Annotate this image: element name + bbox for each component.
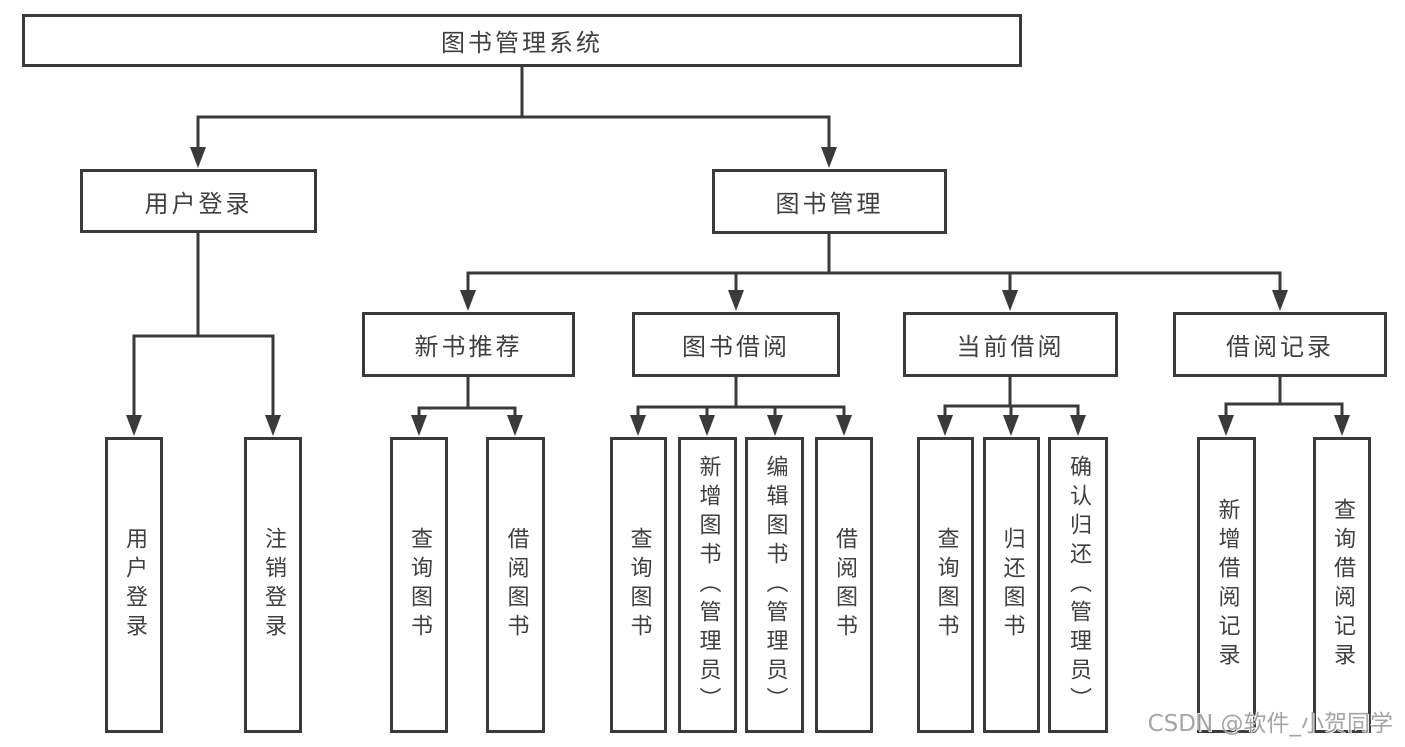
leaf-cb-confirm-return-admin-label: 确认归还（管理员）: [1066, 454, 1091, 716]
connector-line: [132, 334, 275, 417]
leaf-bb-borrow-books-label: 借阅图书: [832, 527, 857, 643]
node-new-book-recommendation-label: 新书推荐: [414, 333, 523, 361]
leaf-user-login-label: 用户登录: [122, 527, 147, 643]
leaf-bb-query-books: 查询图书: [610, 437, 667, 733]
node-book-borrowing: 图书借阅: [632, 312, 840, 377]
leaf-nb-borrow-books-label: 借阅图书: [503, 527, 529, 643]
connector-bookmgmt-to-level3: [460, 234, 1288, 311]
leaf-bb-add-books-admin-label: 新增图书（管理员）: [695, 454, 721, 716]
leaf-br-query-borrow-record: 查询借阅记录: [1313, 437, 1371, 733]
arrowhead-icon: [767, 415, 783, 436]
node-user-login: 用户登录: [80, 169, 317, 233]
watermark-csdn: CSDN @软件_小贺同学: [1147, 711, 1393, 737]
connector-records-to-leaves: [1218, 377, 1350, 436]
node-library-system-label: 图书管理系统: [441, 29, 603, 57]
leaf-user-login: 用户登录: [105, 437, 163, 733]
connector-line: [636, 405, 846, 416]
leaf-nb-borrow-books: 借阅图书: [486, 437, 545, 733]
leaf-cb-query-books: 查询图书: [917, 437, 974, 733]
connector-userlogin-to-leaves: [126, 233, 281, 436]
arrowhead-icon: [507, 415, 523, 436]
node-current-borrowing: 当前借阅: [903, 312, 1118, 377]
leaf-bb-edit-books-admin: 编辑图书（管理员）: [745, 437, 804, 733]
node-borrowing-records: 借阅记录: [1173, 312, 1387, 377]
arrowhead-icon: [1003, 415, 1019, 436]
leaf-bb-query-books-label: 查询图书: [626, 527, 652, 643]
node-book-borrowing-label: 图书借阅: [682, 333, 790, 361]
leaf-cb-confirm-return-admin: 确认归还（管理员）: [1048, 437, 1108, 733]
arrowhead-icon: [460, 290, 476, 311]
node-library-system: 图书管理系统: [22, 14, 1022, 67]
arrowhead-icon: [1218, 415, 1234, 436]
arrowhead-icon: [1002, 290, 1018, 311]
leaf-br-query-borrow-record-label: 查询借阅记录: [1330, 498, 1355, 672]
leaf-nb-query-books: 查询图书: [390, 437, 448, 733]
connector-line: [1224, 402, 1344, 416]
arrowhead-icon: [699, 415, 715, 436]
leaf-br-add-borrow-record-label: 新增借阅记录: [1214, 498, 1240, 672]
leaf-cb-return-books: 归还图书: [983, 437, 1040, 733]
arrowhead-icon: [1334, 415, 1350, 436]
arrowhead-icon: [630, 415, 646, 436]
connector-currentborrow-to-leaves: [937, 377, 1086, 436]
connector-newbooks-to-leaves: [411, 377, 523, 436]
arrowhead-icon: [265, 415, 281, 436]
leaf-cb-return-books-label: 归还图书: [999, 527, 1025, 643]
arrowhead-icon: [126, 415, 142, 436]
arrowhead-icon: [728, 290, 744, 311]
leaf-cb-query-books-label: 查询图书: [933, 527, 959, 643]
node-new-book-recommendation: 新书推荐: [362, 312, 575, 377]
arrowhead-icon: [836, 415, 852, 436]
arrowhead-icon: [190, 147, 206, 168]
leaf-br-add-borrow-record: 新增借阅记录: [1197, 437, 1256, 733]
leaf-logout-login-label: 注销登录: [261, 527, 286, 643]
connector-line: [196, 115, 831, 150]
arrowhead-icon: [411, 415, 427, 436]
arrowhead-icon: [1272, 290, 1288, 311]
connector-line: [417, 406, 517, 416]
connector-root-to-level2: [190, 66, 837, 168]
node-user-login-label: 用户登录: [144, 189, 253, 218]
arrowhead-icon: [821, 147, 837, 168]
leaf-bb-edit-books-admin-label: 编辑图书（管理员）: [762, 454, 788, 716]
arrowhead-icon: [1070, 415, 1086, 436]
node-book-management: 图书管理: [712, 169, 947, 234]
leaf-bb-borrow-books: 借阅图书: [815, 437, 873, 733]
leaf-nb-query-books-label: 查询图书: [407, 527, 432, 643]
leaf-bb-add-books-admin: 新增图书（管理员）: [678, 437, 737, 733]
node-current-borrowing-label: 当前借阅: [956, 333, 1065, 361]
leaf-logout-login: 注销登录: [244, 437, 302, 733]
node-borrowing-records-label: 借阅记录: [1226, 333, 1334, 361]
connector-line: [466, 271, 1282, 292]
arrowhead-icon: [937, 415, 953, 436]
node-book-management-label: 图书管理: [775, 190, 884, 218]
connector-bookborrow-to-leaves: [630, 377, 852, 436]
